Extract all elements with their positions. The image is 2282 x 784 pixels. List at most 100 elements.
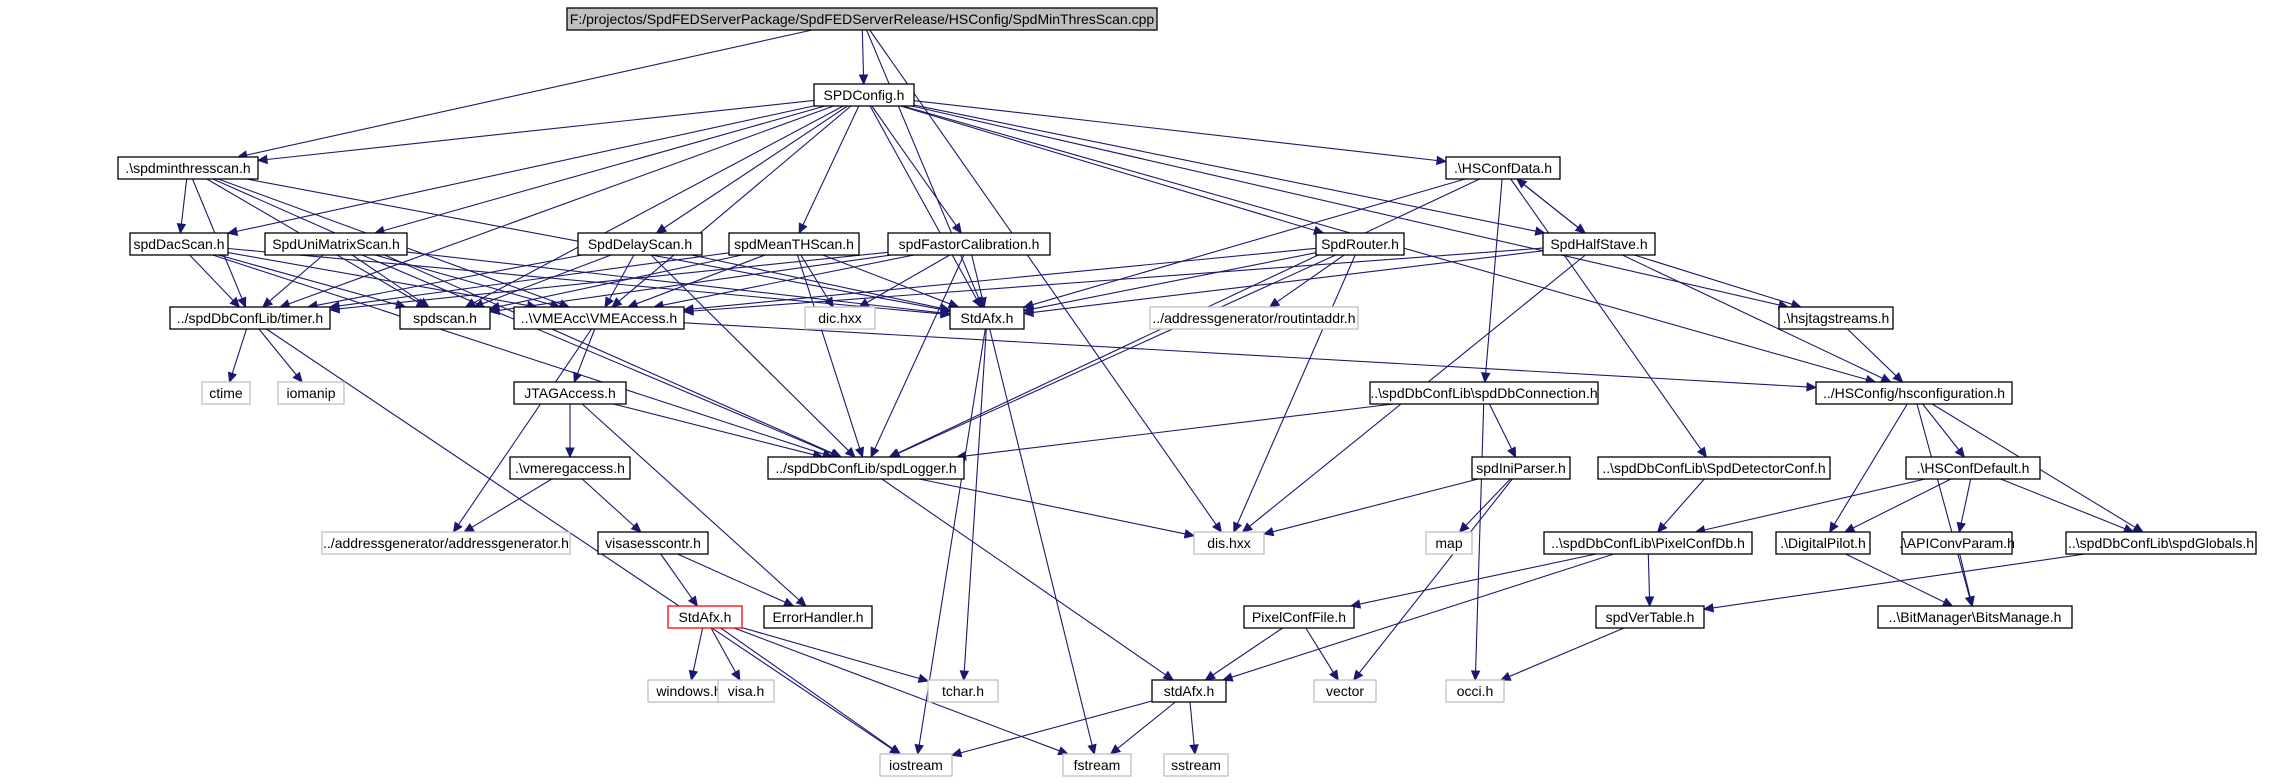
node-spddetconf[interactable]: ..\spdDbConfLib\SpdDetectorConf.h	[1597, 456, 1831, 480]
node-box-spdscan	[399, 306, 491, 330]
node-digitalpilot[interactable]: .\DigitalPilot.h	[1775, 531, 1871, 555]
node-jtagaccess[interactable]: JTAGAccess.h	[513, 381, 627, 405]
node-bitsmanage[interactable]: ..\BitManager\BitsManage.h	[1877, 605, 2073, 629]
arrowhead-visasess-to-errorhandler	[782, 597, 795, 607]
node-spddelay[interactable]: SpdDelayScan.h	[577, 232, 703, 256]
node-label-occih: occi.h	[1457, 683, 1494, 699]
node-windowsh[interactable]: windows.h	[647, 679, 731, 703]
node-vmeaccess[interactable]: ..\VMEAcc\VMEAccess.h	[513, 306, 685, 330]
edge-spddacscan-to-timer	[189, 254, 234, 301]
edge-spdlogger-to-stdafx3	[881, 478, 1167, 676]
arrowhead-stdafx3-to-fstream	[1109, 744, 1122, 755]
arrowhead-spdiniparser-to-map	[1458, 521, 1470, 533]
node-stdafx3[interactable]: stdAfx.h	[1151, 679, 1227, 703]
edge-spddbconn-to-spdlogger	[965, 403, 1394, 457]
node-dishxx[interactable]: dis.hxx	[1193, 531, 1265, 555]
node-vmeregaccess[interactable]: .\vmeregaccess.h	[509, 456, 631, 480]
edge-pixelconfdb-to-stdafx3	[1231, 553, 1615, 678]
arrowhead-stdafx2-to-iostream	[889, 744, 902, 755]
node-label-map: map	[1435, 535, 1462, 551]
node-hsjtag[interactable]: .\hsjtagstreams.h	[1778, 306, 1894, 330]
node-hsconfdata[interactable]: .\HSConfData.h	[1445, 156, 1561, 180]
node-hsconfiguration[interactable]: ../HSConfig/hsconfiguration.h	[1815, 381, 2013, 405]
node-pixelconfdb[interactable]: ..\spdDbConfLib\PixelConfDb.h	[1543, 531, 1753, 555]
node-stdafx2[interactable]: StdAfx.h	[667, 605, 743, 629]
node-label-dichxx: dic.hxx	[818, 310, 862, 326]
edge-spdiniparser-to-dishxx	[1272, 478, 1479, 533]
edge-digitalpilot-to-bitsmanage	[1845, 553, 1945, 603]
node-box-hsjtag	[1778, 306, 1894, 330]
node-tcharh[interactable]: tchar.h	[927, 679, 999, 703]
node-box-dichxx	[804, 306, 876, 330]
node-pixelconffile[interactable]: PixelConfFile.h	[1243, 605, 1355, 629]
node-label-vmeaccess: ..\VMEAcc\VMEAccess.h	[521, 310, 677, 326]
node-spduni[interactable]: SpdUniMatrixScan.h	[264, 232, 408, 256]
node-label-hsconfiguration: ../HSConfig/hsconfiguration.h	[1823, 385, 2005, 401]
arrowhead-spdconfig-to-spdfastor	[951, 222, 962, 235]
node-box-vmeregaccess	[509, 456, 631, 480]
node-label-root: F:/projectos/SpdFEDServerPackage/SpdFEDS…	[570, 11, 1155, 27]
node-spdhalfstave[interactable]: SpdHalfStave.h	[1542, 232, 1656, 256]
node-spdglobals[interactable]: ..\spdDbConfLib\spdGlobals.h	[2065, 531, 2257, 555]
edge-hsconfdefault-to-apiconv	[1960, 478, 1972, 524]
node-box-spdiniparser	[1471, 456, 1571, 480]
edge-pixelconfdb-to-pixelconffile	[1359, 553, 1597, 605]
node-stdafx1[interactable]: StdAfx.h	[949, 306, 1025, 330]
arrowhead-spdconfig-to-hsconfdata	[1436, 155, 1448, 166]
node-spdscan[interactable]: spdscan.h	[399, 306, 491, 330]
arrowhead-hsconfdefault-to-apiconv	[1956, 521, 1966, 534]
node-spdrouter[interactable]: SpdRouter.h	[1315, 232, 1405, 256]
edge-spdglobals-to-spdvertable	[1712, 553, 2086, 609]
node-errorhandler[interactable]: ErrorHandler.h	[763, 605, 873, 629]
node-occih[interactable]: occi.h	[1445, 679, 1505, 703]
node-addrgen[interactable]: ../addressgenerator/addressgenerator.h	[321, 531, 571, 555]
node-spdlogger[interactable]: ../spdDbConfLib/spdLogger.h	[767, 456, 965, 480]
node-label-spdvertable: spdVerTable.h	[1606, 609, 1695, 625]
arrowhead-stdafx1-to-iostream	[914, 743, 924, 756]
node-ctime[interactable]: ctime	[201, 381, 251, 405]
node-vector[interactable]: vector	[1313, 679, 1377, 703]
node-root[interactable]: F:/projectos/SpdFEDServerPackage/SpdFEDS…	[566, 7, 1158, 31]
node-spdminthresscan[interactable]: .\spdminthresscan.h	[117, 156, 259, 180]
node-spddacscan[interactable]: spdDacScan.h	[129, 232, 229, 256]
arrowhead-digitalpilot-to-bitsmanage	[1941, 597, 1954, 607]
node-label-ctime: ctime	[209, 385, 243, 401]
edge-spdrouter-to-spdlogger	[898, 254, 1336, 454]
edge-stdafx3-to-fstream	[1117, 701, 1176, 749]
edge-spdconfig-to-spdrouter	[900, 105, 1315, 231]
node-spdvertable[interactable]: spdVerTable.h	[1595, 605, 1705, 629]
node-label-spddacscan: spdDacScan.h	[133, 236, 224, 252]
node-visasess[interactable]: visasesscontr.h	[597, 531, 709, 555]
edge-spdmeanth-to-spdscan	[498, 254, 743, 308]
node-label-spdhalfstave: SpdHalfStave.h	[1550, 236, 1647, 252]
node-spdfastor[interactable]: spdFastorCalibration.h	[887, 232, 1051, 256]
node-label-pixelconffile: PixelConfFile.h	[1252, 609, 1346, 625]
node-box-vector	[1313, 679, 1377, 703]
node-visah[interactable]: visa.h	[717, 679, 775, 703]
node-hsconfdefault[interactable]: .\HSConfDefault.h	[1905, 456, 2041, 480]
node-box-addrgen	[321, 531, 571, 555]
node-spdmeanth[interactable]: spdMeanTHScan.h	[728, 232, 860, 256]
node-spddbconn[interactable]: ..\spdDbConfLib\spdDbConnection.h	[1369, 381, 1599, 405]
node-spdiniparser[interactable]: spdIniParser.h	[1471, 456, 1571, 480]
edge-spdfastor-to-vmeaccess	[662, 254, 915, 306]
node-iomanip[interactable]: iomanip	[277, 381, 345, 405]
arrowhead-hsconfdefault-to-digitalpilot	[1843, 523, 1856, 533]
node-box-dishxx	[1193, 531, 1265, 555]
node-iostream[interactable]: iostream	[879, 753, 953, 777]
edge-stdafx2-to-visah	[710, 627, 736, 673]
node-sstream[interactable]: sstream	[1163, 753, 1229, 777]
node-routintaddr[interactable]: ../addressgenerator/routintaddr.h	[1149, 306, 1359, 330]
node-spdconfig[interactable]: SPDConfig.h	[813, 83, 915, 107]
node-dichxx[interactable]: dic.hxx	[804, 306, 876, 330]
arrowhead-stdafx2-to-tcharh	[917, 673, 930, 683]
node-timer[interactable]: ../spdDbConfLib/timer.h	[169, 306, 331, 330]
arrowhead-spdfastor-to-dichxx	[858, 298, 870, 308]
edge-timer-to-iostream	[266, 328, 893, 750]
node-label-addrgen: ../addressgenerator/addressgenerator.h	[323, 535, 569, 551]
node-map[interactable]: map	[1425, 531, 1473, 555]
edge-spduni-to-timer	[269, 254, 324, 302]
node-apiconv[interactable]: .\APIConvParam.h	[1899, 531, 2015, 555]
node-fstream[interactable]: fstream	[1062, 753, 1132, 777]
arrowhead-spdvertable-to-occih	[1499, 671, 1512, 681]
